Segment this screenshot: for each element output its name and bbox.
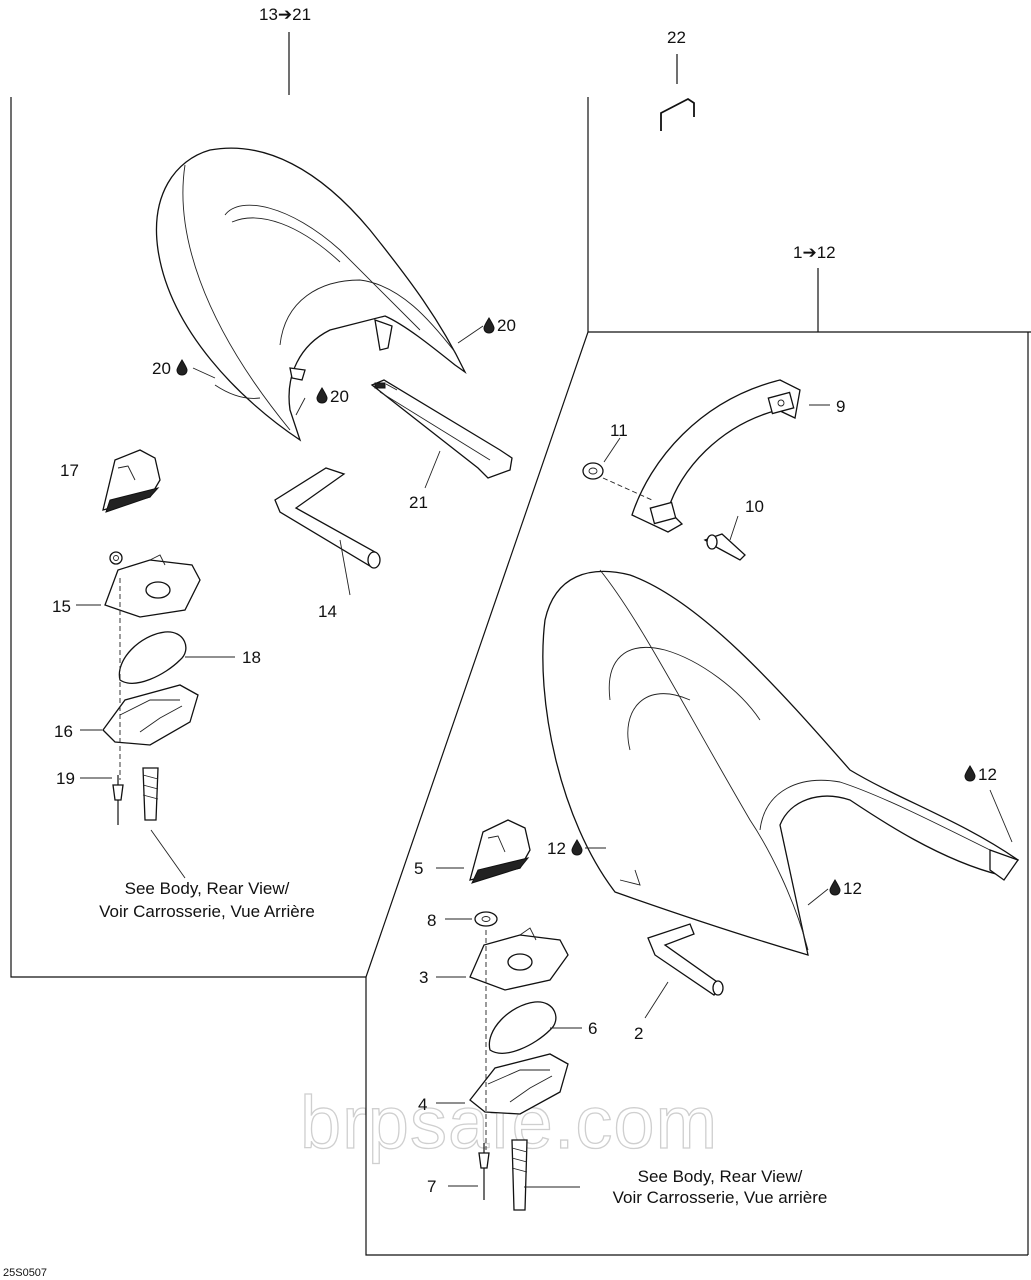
label-part-14: 14	[318, 602, 337, 621]
leader-lines	[76, 325, 1013, 1187]
drop-icon	[483, 317, 495, 334]
part-8-washer	[474, 911, 498, 927]
label-part-17: 17	[60, 461, 79, 480]
group-label-right: 1➔12	[793, 243, 836, 262]
drop-icon	[571, 839, 583, 856]
label-part-3: 3	[419, 968, 428, 987]
part-6-clip	[488, 1001, 557, 1054]
svg-text:20: 20	[497, 316, 516, 335]
drop-icon	[829, 879, 841, 896]
diagram-code: 25S0507	[3, 1267, 47, 1279]
left-note-line1: See Body, Rear View/	[125, 879, 290, 898]
label-part-6: 6	[588, 1019, 597, 1038]
part-21-strap	[370, 379, 513, 479]
part-17-latch	[102, 449, 161, 513]
svg-text:12: 12	[843, 879, 862, 898]
part-3-plate	[469, 927, 569, 991]
part-16-latch-base	[102, 684, 199, 746]
label-part-16: 16	[54, 722, 73, 741]
label-part-18: 18	[242, 648, 261, 667]
left-note-line2: Voir Carrosserie, Vue Arrière	[99, 902, 315, 921]
svg-text:20: 20	[330, 387, 349, 406]
part-15-plate	[104, 551, 201, 618]
label-part-8: 8	[427, 911, 436, 930]
right-seat-cover	[542, 569, 1020, 956]
label-part-19: 19	[56, 769, 75, 788]
part-2-hex-key	[647, 923, 724, 996]
part-19-rivet	[112, 775, 124, 825]
part-14-hex-key	[274, 467, 381, 569]
part-11-grommet	[582, 462, 604, 480]
group-label-left: 13➔21	[259, 5, 311, 24]
label-part-11: 11	[610, 421, 628, 440]
adhesive-20-mid: 20	[316, 387, 349, 406]
part-5-latch	[469, 819, 531, 884]
drop-icon	[316, 387, 328, 404]
part-4-latch-base	[469, 1053, 569, 1115]
adhesive-12-left: 12	[547, 839, 583, 858]
part-10-rivet	[703, 533, 746, 561]
adhesive-12-lower: 12	[829, 879, 862, 898]
adhesive-12-right: 12	[964, 765, 997, 784]
drop-icon	[176, 359, 188, 376]
svg-text:12: 12	[547, 839, 566, 858]
label-part-21: 21	[409, 493, 428, 512]
svg-text:20: 20	[152, 359, 171, 378]
label-part-10: 10	[745, 497, 764, 516]
left-note-leader	[150, 829, 186, 879]
right-bolt	[511, 1139, 528, 1211]
label-part-9: 9	[836, 397, 845, 416]
right-note-line2: Voir Carrosserie, Vue arrière	[613, 1188, 828, 1207]
label-part-5: 5	[414, 859, 423, 878]
part-22-trim	[660, 97, 695, 131]
right-note-line1: See Body, Rear View/	[638, 1167, 803, 1186]
label-part-15: 15	[52, 597, 71, 616]
part-7-rivet	[478, 1143, 490, 1200]
label-part-4: 4	[418, 1095, 427, 1114]
label-part-7: 7	[427, 1177, 436, 1196]
part-18-clip	[118, 631, 187, 684]
right-dash-top	[602, 477, 653, 501]
left-seat-cover	[155, 147, 467, 442]
group-label-top: 22	[667, 28, 686, 47]
adhesive-20-left: 20	[152, 359, 188, 378]
left-group-frame	[10, 32, 589, 978]
label-part-2: 2	[634, 1024, 643, 1043]
drop-icon	[964, 765, 976, 782]
right-group-frame	[365, 268, 1031, 1256]
adhesive-20-top-right: 20	[483, 316, 516, 335]
part-9-grab-handle	[631, 379, 801, 533]
svg-text:12: 12	[978, 765, 997, 784]
left-bolt	[142, 767, 159, 821]
